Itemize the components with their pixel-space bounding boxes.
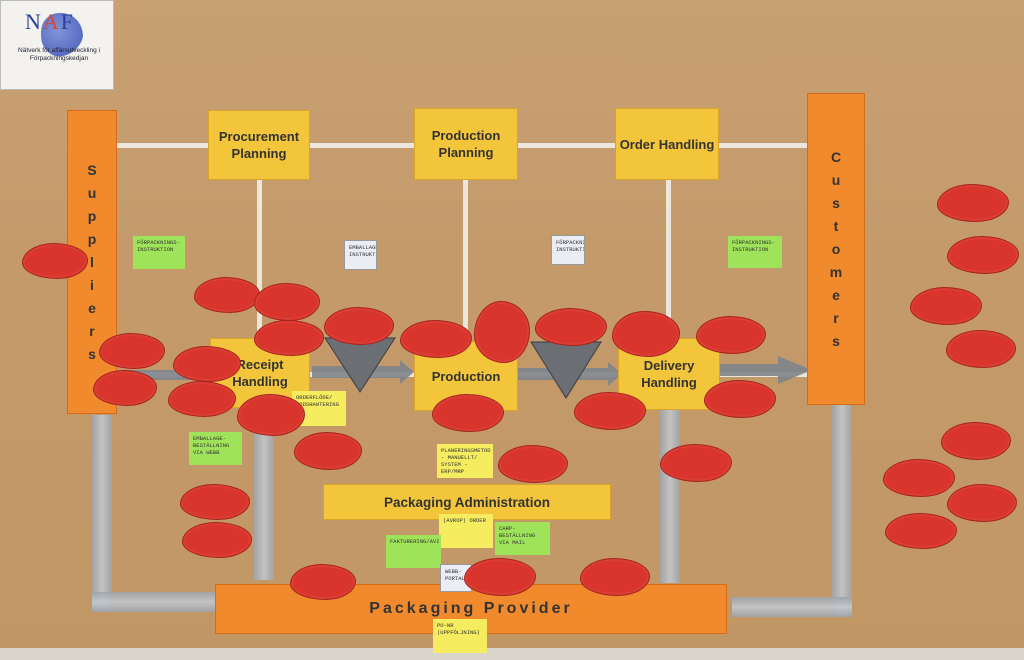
floor-strip bbox=[0, 648, 1024, 660]
red-cloud-note bbox=[580, 558, 650, 596]
procurement-to-receipt-line bbox=[257, 180, 262, 340]
sticky-note: EMBALLAGE- INSTRUKTION bbox=[344, 240, 377, 270]
naf-logo: NAF Nätverk för affärsutveckling i Förpa… bbox=[0, 0, 114, 90]
sticky-note: CARP- BESTÄLLNING VIA MAIL bbox=[495, 522, 550, 555]
red-cloud-note bbox=[290, 564, 356, 600]
red-cloud-note bbox=[574, 392, 646, 430]
sticky-note: FÖRPACKNINGS-INSTRUKTION bbox=[728, 236, 782, 268]
sticky-note: PLANERINGSMETOD - MANUELLT/ SYSTEM - ERP… bbox=[437, 444, 493, 478]
sticky-note: FÖRPACKNINGS-INSTRUKTION bbox=[133, 236, 185, 269]
red-cloud-note bbox=[885, 513, 957, 549]
logo-title: NAF bbox=[25, 9, 76, 34]
supplier-tape-down bbox=[92, 415, 112, 611]
supplier-tape-bottom bbox=[92, 592, 217, 612]
sticky-note: FÖRPACKNINGS- INSTRUKTION bbox=[551, 235, 585, 265]
red-cloud-note bbox=[660, 444, 732, 482]
procurement-planning-box: Procurement Planning bbox=[208, 110, 310, 180]
order-to-delivery-line bbox=[666, 180, 671, 340]
red-cloud-note bbox=[704, 380, 776, 418]
red-cloud-note bbox=[254, 320, 324, 356]
red-cloud-note bbox=[941, 422, 1011, 460]
red-cloud-note bbox=[93, 370, 157, 406]
sticky-note: (AVROP) ORDER bbox=[439, 514, 493, 548]
planning-to-production-line bbox=[463, 180, 468, 340]
red-cloud-note bbox=[182, 522, 252, 558]
red-cloud-note bbox=[254, 283, 320, 321]
red-cloud-note bbox=[947, 484, 1017, 522]
red-cloud-note bbox=[498, 445, 568, 483]
red-cloud-note bbox=[464, 558, 536, 596]
sticky-note: PO-NR (UPPFÖLJNING) bbox=[433, 619, 487, 653]
logo-subtitle: Nätverk för affärsutveckling i Förpackni… bbox=[18, 47, 100, 62]
red-cloud-note bbox=[22, 243, 88, 279]
sticky-note: EMBALLAGE-BESTÄLLNING VIA WEBB bbox=[189, 432, 242, 465]
customer-tape-bottom bbox=[732, 597, 852, 617]
inventory-triangle-left bbox=[324, 337, 396, 393]
red-cloud-note bbox=[180, 484, 250, 520]
red-cloud-note bbox=[99, 333, 165, 369]
red-cloud-note bbox=[947, 236, 1019, 274]
red-cloud-note bbox=[237, 394, 305, 436]
red-cloud-note bbox=[910, 287, 982, 325]
red-cloud-note bbox=[432, 394, 504, 432]
red-cloud-note bbox=[294, 432, 362, 470]
red-cloud-note bbox=[324, 307, 394, 345]
red-cloud-note bbox=[535, 308, 607, 346]
red-cloud-note bbox=[883, 459, 955, 497]
receipt-tape-down bbox=[254, 408, 274, 580]
customer-tape-down bbox=[832, 405, 852, 615]
red-cloud-note bbox=[400, 320, 472, 358]
sweden-map-icon bbox=[41, 13, 83, 57]
red-cloud-note bbox=[194, 277, 260, 313]
order-handling-box: Order Handling bbox=[615, 108, 719, 180]
sticky-note: FAKTURERING/AVI bbox=[386, 535, 441, 568]
red-cloud-note bbox=[946, 330, 1016, 368]
red-cloud-note bbox=[612, 311, 680, 357]
production-planning-box: Production Planning bbox=[414, 108, 518, 180]
red-cloud-note bbox=[474, 301, 530, 363]
red-cloud-note bbox=[937, 184, 1009, 222]
red-cloud-note bbox=[696, 316, 766, 354]
red-cloud-note bbox=[168, 381, 236, 417]
red-cloud-note bbox=[173, 346, 241, 382]
